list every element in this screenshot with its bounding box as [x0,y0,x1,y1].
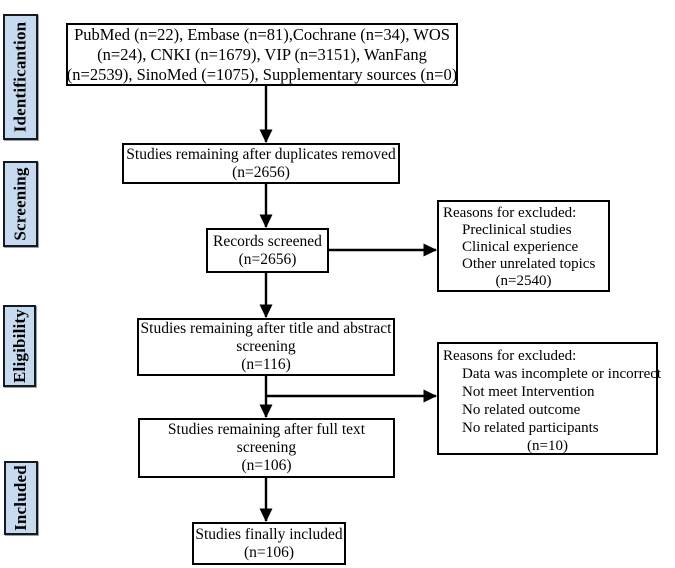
flow-box-excluded-after-screening: Reasons for excluded: Preclinical studie… [437,200,610,292]
stage-label-text: Included [11,465,31,531]
box-text-line: screening [236,439,297,456]
reason-item: No related participants [462,420,599,436]
box-text-line: (n=2656) [238,250,297,268]
box-text-line: (n=24), CNKI (n=1679), VIP (n=3151), Wan… [97,44,427,64]
flow-box-duplicates-removed: Studies remaining after duplicates remov… [122,143,400,184]
flow-box-title-abstract-screening: Studies remaining after title and abstra… [137,318,395,376]
box-text-line: Records screened [213,232,322,250]
reason-item: No related outcome [462,402,581,418]
stage-label-screening: Screening [3,161,38,247]
stage-label-text: Eligibility [9,309,29,383]
box-text-line: screening [236,338,296,355]
box-text-line: (n=106) [243,543,295,561]
box-text-line: PubMed (n=22), Embase (n=81),Cochrane (n… [74,24,450,44]
box-text-line: (n=106) [241,457,292,474]
box-text-line: (n=116) [241,356,291,373]
flow-box-excluded-after-full-text: Reasons for excluded: Data was incomplet… [437,342,662,455]
box-text-line: Studies remaining after title and abstra… [140,320,392,337]
reason-count: (n=10) [527,438,568,454]
reason-count: (n=2540) [495,273,552,289]
flow-box-records-screened: Records screened (n=2656) [206,228,329,273]
stage-label-identification: Identificantion [3,14,38,140]
reason-item: Not meet Intervention [462,384,595,400]
flow-box-database-sources: PubMed (n=22), Embase (n=81),Cochrane (n… [66,23,458,86]
reason-item: Data was incomplete or incorrect [462,366,662,382]
stage-label-eligibility: Eligibility [3,305,36,387]
box-text-line: (n=2539), SinoMed (=1075), Supplementary… [66,64,458,84]
reason-item: Other unrelated topics [462,256,596,272]
stage-label-text: Screening [10,167,30,241]
reason-item: Clinical experience [462,239,579,255]
flow-box-finally-included: Studies finally included (n=106) [192,522,346,565]
stage-label-text: Identificantion [10,21,30,133]
reason-item: Preclinical studies [462,222,572,238]
box-text-line: Studies finally included [195,525,343,543]
box-text-line: Studies remaining after duplicates remov… [126,145,396,163]
box-text-line: Studies remaining after full text [167,421,366,438]
flow-box-full-text-screening: Studies remaining after full text screen… [138,418,395,478]
reasons-title: Reasons for excluded: [443,348,577,364]
box-text-line: (n=2656) [232,163,290,181]
reasons-title: Reasons for excluded: [443,205,577,221]
stage-label-included: Included [4,461,38,535]
